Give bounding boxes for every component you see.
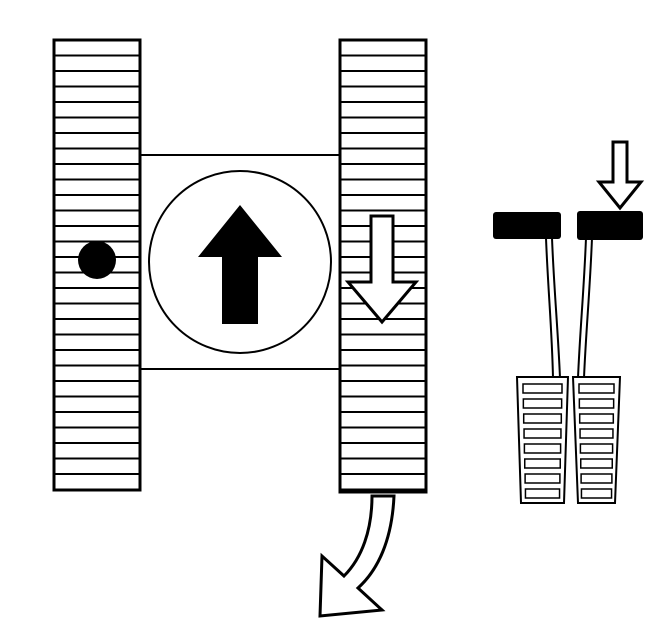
right-lever-pad (571, 376, 622, 504)
right-lever (571, 211, 643, 504)
lever-pad-slot (578, 413, 615, 424)
lever-press-arrow-icon (595, 140, 645, 211)
curved-hollow-arrow-icon (318, 494, 396, 618)
lever-pad-slot (522, 413, 563, 424)
hollow-down-arrow-icon (344, 214, 420, 325)
lever-pad-slot (523, 443, 562, 454)
right-lever-rod-inner (583, 237, 593, 379)
lever-pad-slot (523, 428, 562, 439)
lever-pad-slot (580, 458, 613, 469)
lever-pad-slot (522, 383, 563, 394)
left-lever-handle (493, 212, 561, 239)
left-track-tread-icon (54, 54, 140, 475)
lever-pad-slot (524, 473, 561, 484)
lever-pad-slot (524, 458, 561, 469)
right-lever-handle (577, 211, 643, 240)
lever-pad-slot (580, 473, 613, 484)
lever-pad-slot (578, 383, 615, 394)
lever-pad-slot (580, 488, 613, 499)
lever-pad-slot (579, 428, 614, 439)
solid-up-arrow-icon (198, 205, 282, 324)
left-lever-rod (545, 237, 554, 379)
lever-pair-icon (493, 211, 643, 504)
left-lever-pad (515, 376, 570, 504)
left-lever (493, 212, 570, 504)
filled-dot-icon (78, 241, 116, 279)
lever-pad-slot (578, 398, 615, 409)
lever-pad-slot (524, 488, 561, 499)
left-lever-rod-inner (551, 237, 561, 379)
lever-pad-slot (522, 398, 563, 409)
lever-pad-slot (579, 443, 614, 454)
right-lever-rod (577, 237, 587, 379)
